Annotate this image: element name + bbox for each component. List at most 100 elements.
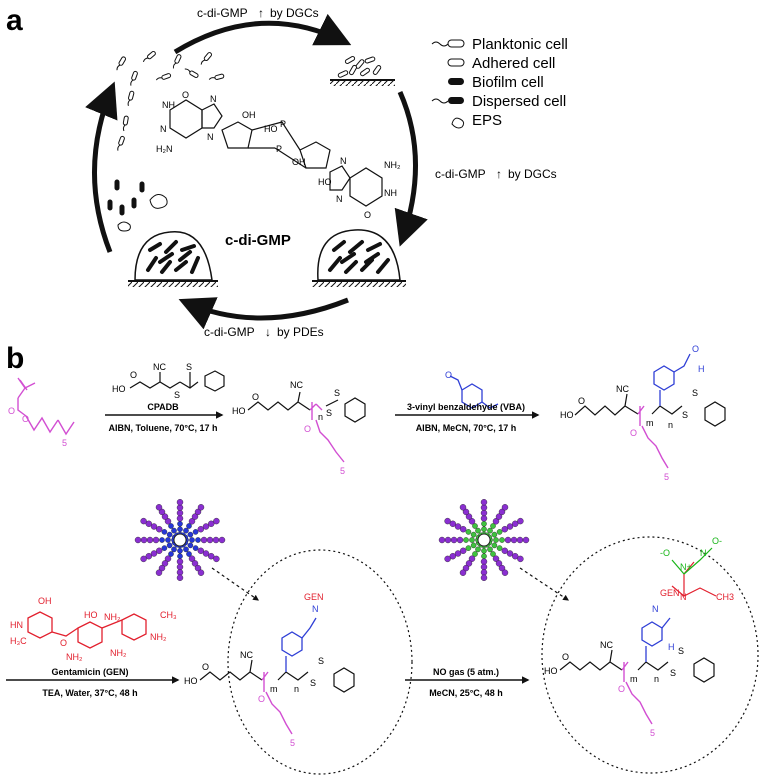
star-bead — [197, 547, 204, 555]
svg-text:GEN: GEN — [660, 588, 680, 598]
legend-planktonic: Planktonic cell — [472, 36, 568, 53]
adhered-cells-top-right — [330, 56, 395, 86]
svg-text:NC: NC — [240, 650, 253, 660]
pegma-unit-4 — [621, 661, 629, 682]
cpadb-structure — [129, 370, 225, 392]
star-bead — [134, 536, 142, 544]
svg-text:N: N — [210, 94, 217, 104]
star-bead — [501, 547, 508, 555]
star-bead — [208, 520, 215, 527]
star-bead — [176, 558, 184, 565]
star-bead — [504, 536, 512, 544]
star-bead — [438, 536, 446, 544]
star-bead — [140, 517, 147, 525]
star-bead — [512, 553, 519, 560]
star-bead — [183, 546, 189, 553]
star-bead — [208, 553, 215, 560]
svg-text:O-: O- — [712, 536, 722, 546]
star-bead — [200, 536, 208, 544]
svg-text:NC: NC — [290, 380, 303, 390]
star-bead — [176, 509, 184, 517]
star-bead — [460, 547, 467, 555]
star-bead — [194, 564, 202, 572]
star-bead — [498, 564, 506, 572]
star-bead — [496, 545, 503, 551]
step3-conditions: TEA, Water, 37°C, 48 h — [42, 688, 137, 698]
star-bead — [186, 551, 192, 557]
svg-text:n: n — [654, 674, 659, 684]
star-bead — [166, 531, 173, 538]
label-bottom-cdigmp: c-di-GMP — [204, 325, 255, 339]
svg-text:S: S — [692, 388, 698, 398]
star-bead — [493, 537, 499, 543]
star-bead — [158, 508, 166, 516]
label-right-dgcs: by DGCs — [508, 167, 557, 181]
arrow-bottom — [178, 297, 349, 330]
product2-atoms: HO O NC S S m n O H O 5 — [560, 344, 705, 482]
star-polymer-gen — [134, 499, 226, 581]
product-gen-conjugate — [199, 659, 355, 693]
star-bead — [490, 551, 496, 557]
svg-text:HO: HO — [232, 406, 246, 416]
planktonic-cell-icon — [431, 39, 465, 48]
star-bead — [161, 560, 169, 567]
star-bead — [487, 527, 493, 534]
peg-chain-1 — [315, 419, 345, 463]
star-bead — [176, 563, 184, 571]
svg-text:NH: NH — [162, 100, 175, 110]
svg-text:NH₂: NH₂ — [104, 612, 121, 622]
star-bead — [459, 569, 467, 576]
svg-text:m: m — [630, 674, 638, 684]
star-bead — [168, 523, 174, 529]
star-bead — [177, 548, 183, 554]
star-bead — [468, 555, 476, 562]
star-bead — [449, 553, 456, 560]
star-bead — [470, 542, 477, 549]
monomer-pegma — [17, 377, 75, 436]
product4-atoms: HO O NC S S m n H GEN N N CH3 N+ -O N O-… — [544, 536, 734, 738]
svg-text:O: O — [364, 210, 371, 220]
svg-text:NH₂: NH₂ — [110, 648, 127, 658]
svg-text:H₃C: H₃C — [10, 636, 27, 646]
step2-reagent: 3-vinyl benzaldehyde (VBA) — [407, 402, 525, 412]
svg-text:S: S — [326, 408, 332, 418]
star-bead — [156, 547, 163, 555]
star-bead — [176, 574, 184, 581]
label-top-dgcs: by DGCs — [270, 6, 319, 20]
down-arrow-icon: ↓ — [265, 325, 271, 339]
up-arrow-icon: ↑ — [496, 167, 502, 181]
svg-text:m: m — [646, 418, 654, 428]
star-bead — [176, 499, 184, 506]
svg-text:H₂N: H₂N — [156, 144, 173, 154]
svg-text:O: O — [60, 638, 67, 648]
svg-text:m: m — [270, 684, 278, 694]
legend-eps: EPS — [472, 112, 502, 129]
star-bead — [469, 537, 475, 543]
star-bead — [444, 536, 452, 544]
star-bead — [177, 520, 183, 527]
star-bead — [480, 558, 488, 565]
star-bead — [496, 529, 503, 535]
star-bead — [510, 536, 518, 544]
star-bead — [517, 555, 524, 563]
peg-chain-3 — [265, 691, 293, 735]
star-bead — [456, 536, 464, 544]
star-bead — [164, 518, 172, 525]
gentamicin-atoms: OH HN H₃C O HO NH₂ CH₃ NH₂ NH₂ NH₂ — [10, 596, 177, 662]
step2-conditions: AIBN, MeCN, 70°C, 17 h — [416, 423, 517, 433]
svg-text:O: O — [182, 90, 189, 100]
svg-text:NH₂: NH₂ — [66, 652, 83, 662]
svg-text:CH3: CH3 — [716, 592, 734, 602]
star-bead — [202, 550, 210, 557]
star-bead — [480, 499, 488, 506]
star-bead — [450, 536, 458, 544]
star-bead — [155, 569, 163, 576]
svg-text:-O: -O — [660, 548, 670, 558]
svg-text:HO: HO — [112, 384, 126, 394]
svg-text:n: n — [668, 420, 673, 430]
svg-text:OH: OH — [38, 596, 52, 606]
vba-unit-2 — [653, 353, 691, 406]
star-bead — [480, 574, 488, 581]
star-bead — [492, 518, 500, 525]
eps-fragments — [117, 194, 168, 232]
